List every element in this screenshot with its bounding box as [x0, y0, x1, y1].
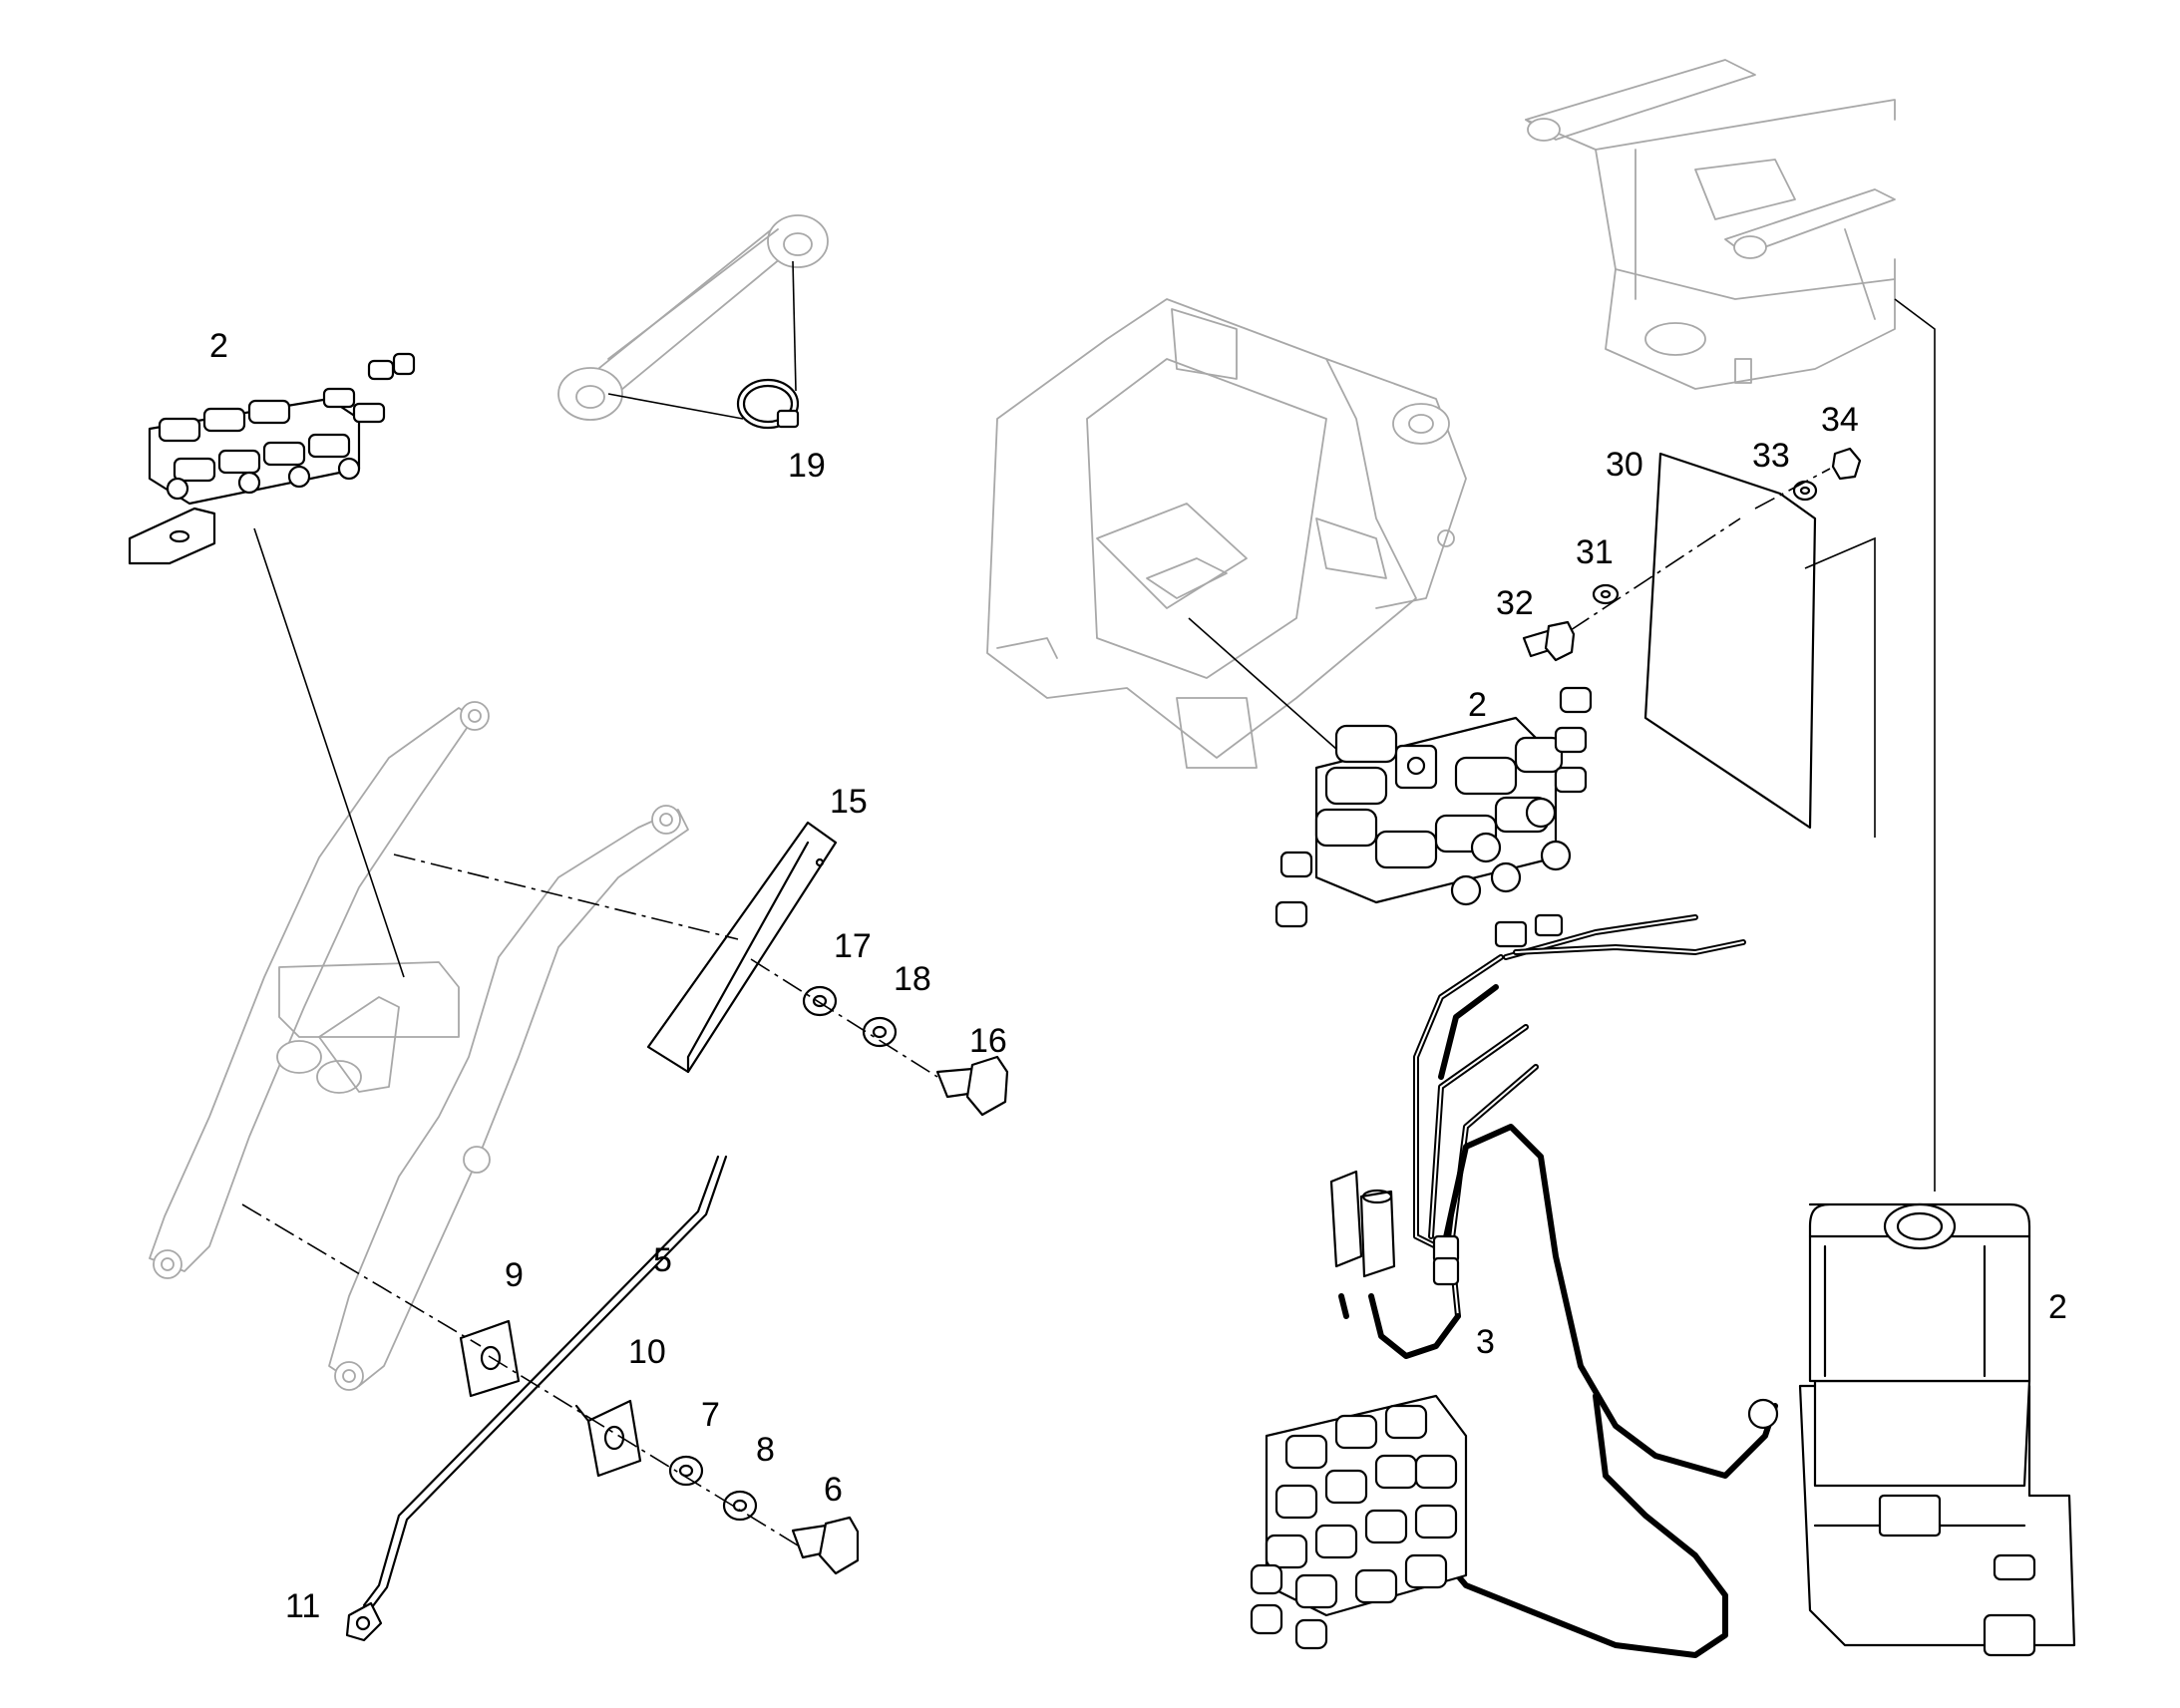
callout-8: 8 [756, 1431, 775, 1469]
hex-bolt-16 [935, 1055, 1009, 1117]
grease-pump [1798, 1202, 2076, 1657]
callout-16: 16 [969, 1022, 1007, 1060]
washer-33 [1792, 480, 1818, 502]
callout-31: 31 [1576, 533, 1614, 571]
distributor-block-top-left [128, 352, 416, 565]
assembly-centerlines-left [241, 854, 938, 1546]
callout-2-mid: 2 [1468, 686, 1487, 724]
hex-bolt-32 [1522, 620, 1576, 662]
callout-11: 11 [285, 1587, 320, 1625]
washer-8 [722, 1490, 758, 1522]
washer-17 [802, 985, 838, 1017]
grease-fitting-11 [345, 1601, 383, 1642]
bracket-strip [646, 821, 838, 1074]
callout-6: 6 [824, 1471, 843, 1509]
distributor-fittings-top-left [158, 352, 416, 501]
spacer-block-9 [459, 1319, 521, 1398]
spacer-block-10 [574, 1399, 642, 1478]
callout-2-top-left: 2 [209, 327, 228, 365]
leader-lines-right [1188, 298, 1936, 1192]
callout-33: 33 [1752, 437, 1790, 475]
callout-19: 19 [788, 447, 826, 485]
hose-clamp [736, 378, 800, 430]
washer-18 [862, 1016, 898, 1048]
callout-9: 9 [505, 1256, 524, 1294]
distributor-block-bottom [1250, 1394, 1468, 1650]
callout-15: 15 [830, 783, 868, 821]
callout-7: 7 [701, 1396, 720, 1434]
callout-3: 3 [1476, 1323, 1495, 1361]
washer-31 [1592, 583, 1620, 605]
cover-plate [1643, 452, 1817, 830]
washer-7 [668, 1455, 704, 1487]
leader-lines-left [253, 260, 797, 978]
assembly-centerlines-plate [1570, 468, 1831, 631]
lift-link-rod [557, 214, 829, 421]
callout-17: 17 [834, 927, 872, 965]
front-frame-chassis [986, 298, 1467, 769]
distributor-fittings-mid [1274, 686, 1593, 928]
callout-5: 5 [653, 1241, 672, 1279]
distributor-fittings-bottom [1250, 1404, 1458, 1650]
grease-line-rod [362, 1155, 728, 1609]
nut-34 [1831, 447, 1862, 481]
callout-10: 10 [628, 1333, 666, 1371]
proximity-sensor [1329, 1170, 1396, 1278]
callout-30: 30 [1606, 446, 1643, 484]
callout-2-pump: 2 [2048, 1288, 2067, 1326]
callout-32: 32 [1496, 584, 1534, 622]
hex-bolt-6 [791, 1516, 860, 1575]
distributor-block-mid [1274, 686, 1593, 928]
callout-18: 18 [894, 960, 931, 998]
loader-arm-frame [149, 701, 689, 1391]
callout-34: 34 [1821, 401, 1859, 439]
wiring-harness [1338, 913, 1779, 1658]
rear-frame-chassis [1525, 59, 1896, 390]
